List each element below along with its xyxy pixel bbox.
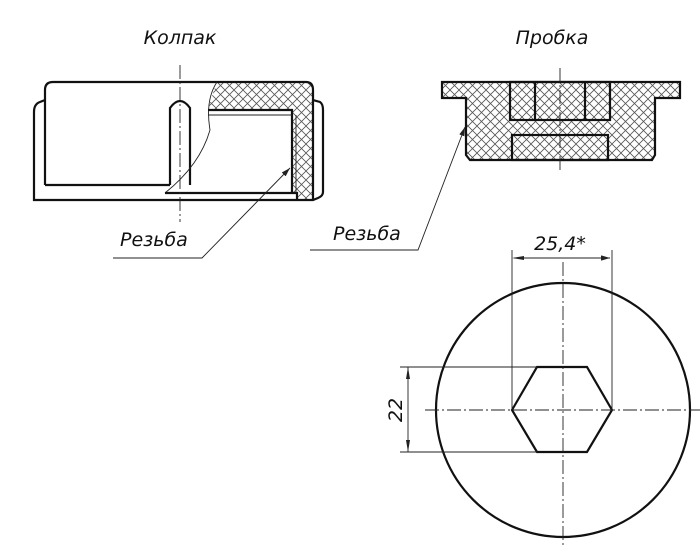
cap-cavity [165, 108, 299, 200]
cap-title: Колпак [144, 27, 217, 49]
hex-socket [510, 365, 614, 454]
plug-view: Пробка Резьба [310, 27, 682, 251]
plug-title: Пробка [516, 27, 589, 49]
plug-thread-leader [310, 126, 466, 251]
plug-thread-label: Резьба [333, 223, 401, 245]
cap-section-hatch [208, 82, 313, 200]
cap-thread-label: Резьба [120, 229, 188, 251]
dim-text-22: 22 [385, 398, 407, 422]
cap-break-line [164, 81, 218, 194]
cap-outline [32, 80, 325, 202]
plug-outline [440, 80, 682, 162]
cap-view: Колпак Резьба [32, 27, 325, 259]
dim-text-25-4: 25,4* [534, 233, 586, 255]
plug-top-view: 25,4* 22 [385, 233, 700, 545]
cap-thread-leader [113, 167, 291, 259]
